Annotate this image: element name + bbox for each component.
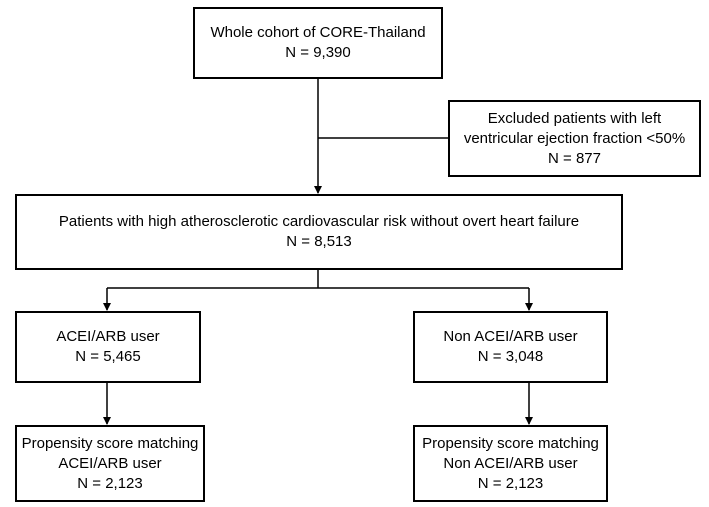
excluded-line-1: Excluded patients with left [487, 109, 662, 127]
high-risk-title: Patients with high atherosclerotic cardi… [58, 213, 580, 230]
psm-acei-line-2: ACEI/ARB user [58, 454, 162, 472]
acei-user-title: ACEI/ARB user [56, 328, 160, 345]
excluded-patients-box: Excluded patients with left ventricular … [448, 100, 701, 177]
excluded-line-2: ventricular ejection fraction <50% [463, 129, 686, 147]
psm-acei-count: N = 2,123 [77, 474, 143, 492]
non-acei-user-count: N = 3,048 [477, 348, 544, 365]
acei-user-count: N = 5,465 [75, 348, 141, 365]
excluded-count: N = 877 [548, 149, 601, 167]
psm-non-acei-count: N = 2,123 [477, 474, 544, 492]
non-acei-user-box: Non ACEI/ARB user N = 3,048 [413, 311, 608, 383]
high-risk-count: N = 8,513 [286, 233, 352, 250]
whole-cohort-count: N = 9,390 [285, 44, 351, 61]
psm-non-acei-line-2: Non ACEI/ARB user [443, 454, 578, 472]
psm-acei-line-1: Propensity score matching [21, 434, 199, 452]
whole-cohort-title: Whole cohort of CORE-Thailand [210, 24, 426, 41]
whole-cohort-box: Whole cohort of CORE-Thailand N = 9,390 [193, 7, 443, 79]
psm-non-acei-box: Propensity score matching Non ACEI/ARB u… [413, 425, 608, 502]
psm-non-acei-line-1: Propensity score matching [422, 434, 599, 452]
psm-acei-box: Propensity score matching ACEI/ARB user … [15, 425, 205, 502]
high-risk-patients-box: Patients with high atherosclerotic cardi… [15, 194, 623, 270]
acei-user-box: ACEI/ARB user N = 5,465 [15, 311, 201, 383]
non-acei-user-title: Non ACEI/ARB user [443, 328, 578, 345]
